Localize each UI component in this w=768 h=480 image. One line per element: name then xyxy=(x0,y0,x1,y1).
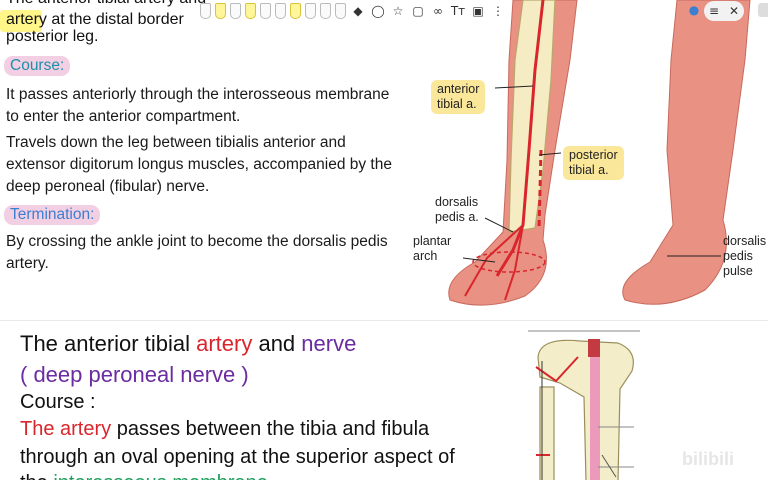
top-slide: The anterior tibial artery and artery at… xyxy=(0,0,768,318)
course-text: the xyxy=(20,472,53,480)
side-panel-tab[interactable] xyxy=(758,3,768,17)
title-artery: artery xyxy=(196,331,253,356)
link-icon[interactable]: ∞ xyxy=(433,4,443,18)
title-nerve: nerve xyxy=(301,331,357,356)
clipped-text-line: artery at the distal border xyxy=(6,11,184,28)
label-dorsalis-pedis: dorsalis pedis a. xyxy=(435,195,479,224)
pen-tool[interactable] xyxy=(200,3,211,19)
menu-button[interactable]: ≡ ✕ xyxy=(704,1,744,21)
course-heading: Course: xyxy=(4,56,71,76)
clipped-text-line: The anterior tibial artery and xyxy=(6,0,206,8)
pen-tool[interactable] xyxy=(275,3,286,19)
pen-tool[interactable] xyxy=(305,3,316,19)
label-anterior-tibial: anterior tibial a. xyxy=(431,80,486,114)
image-icon[interactable]: ▣ xyxy=(472,4,484,18)
label-plantar-arch: plantar arch xyxy=(413,234,452,263)
termination-heading: Termination: xyxy=(4,205,101,225)
highlighter-tool[interactable] xyxy=(215,3,226,19)
title-and: and xyxy=(252,331,302,356)
watermark: bilibili xyxy=(682,449,734,469)
course-paragraph-2: Travels down the leg between tibialis an… xyxy=(6,134,392,195)
microphone-icon[interactable]: ● xyxy=(688,3,700,17)
leg-illustration xyxy=(448,0,751,306)
more-icon[interactable]: ⋮ xyxy=(492,4,504,18)
pen-tool[interactable] xyxy=(320,3,331,19)
close-icon: ✕ xyxy=(728,4,740,18)
course-heading-2: Course : xyxy=(20,391,96,413)
course-text: passes between the tibia and fibula xyxy=(111,418,430,440)
shapes-icon[interactable]: ☆ xyxy=(392,4,404,18)
comment-icon[interactable]: ▢ xyxy=(412,4,424,18)
course-line-2: through an oval opening at the superior … xyxy=(20,446,455,468)
course-line-1: The artery passes between the tibia and … xyxy=(20,418,429,441)
annotation-toolbar: ◆ ◯ ☆ ▢ ∞ Tт ▣ ⋮ xyxy=(196,0,572,22)
bottom-slide: The anterior tibial artery and nerve ( d… xyxy=(0,320,768,480)
tibia-fibula-figure xyxy=(528,330,640,480)
clipped-text-line: posterior leg. xyxy=(6,28,99,45)
pen-tool[interactable] xyxy=(260,3,271,19)
yellow-highlight xyxy=(0,10,42,32)
course-line-3: the interosseous membrane xyxy=(20,472,268,480)
leg-anatomy-figure: anterior tibial a. posterior tibial a. d… xyxy=(405,0,768,318)
highlighter-tool[interactable] xyxy=(245,3,256,19)
course-paragraph-1: It passes anteriorly through the interos… xyxy=(6,86,390,125)
slide-subtitle: ( deep peroneal nerve ) xyxy=(20,362,249,387)
label-posterior-tibial: posterior tibial a. xyxy=(563,146,624,180)
eraser-icon[interactable]: ◆ xyxy=(353,4,363,18)
artery-term: The artery xyxy=(20,418,112,440)
pen-tool[interactable] xyxy=(335,3,346,19)
label-dorsalis-pulse: dorsalis pedis pulse xyxy=(723,234,767,278)
highlighter-tool[interactable] xyxy=(290,3,301,19)
slide-title: The anterior tibial artery and nerve xyxy=(20,331,356,357)
title-text: The anterior tibial xyxy=(20,331,197,356)
lasso-icon[interactable]: ◯ xyxy=(371,4,385,18)
termination-paragraph: By crossing the ankle joint to become th… xyxy=(6,233,388,272)
list-icon: ≡ xyxy=(708,4,720,18)
interosseous-term: interosseous membrane xyxy=(53,472,268,480)
pen-tool[interactable] xyxy=(230,3,241,19)
text-icon[interactable]: Tт xyxy=(450,4,466,18)
